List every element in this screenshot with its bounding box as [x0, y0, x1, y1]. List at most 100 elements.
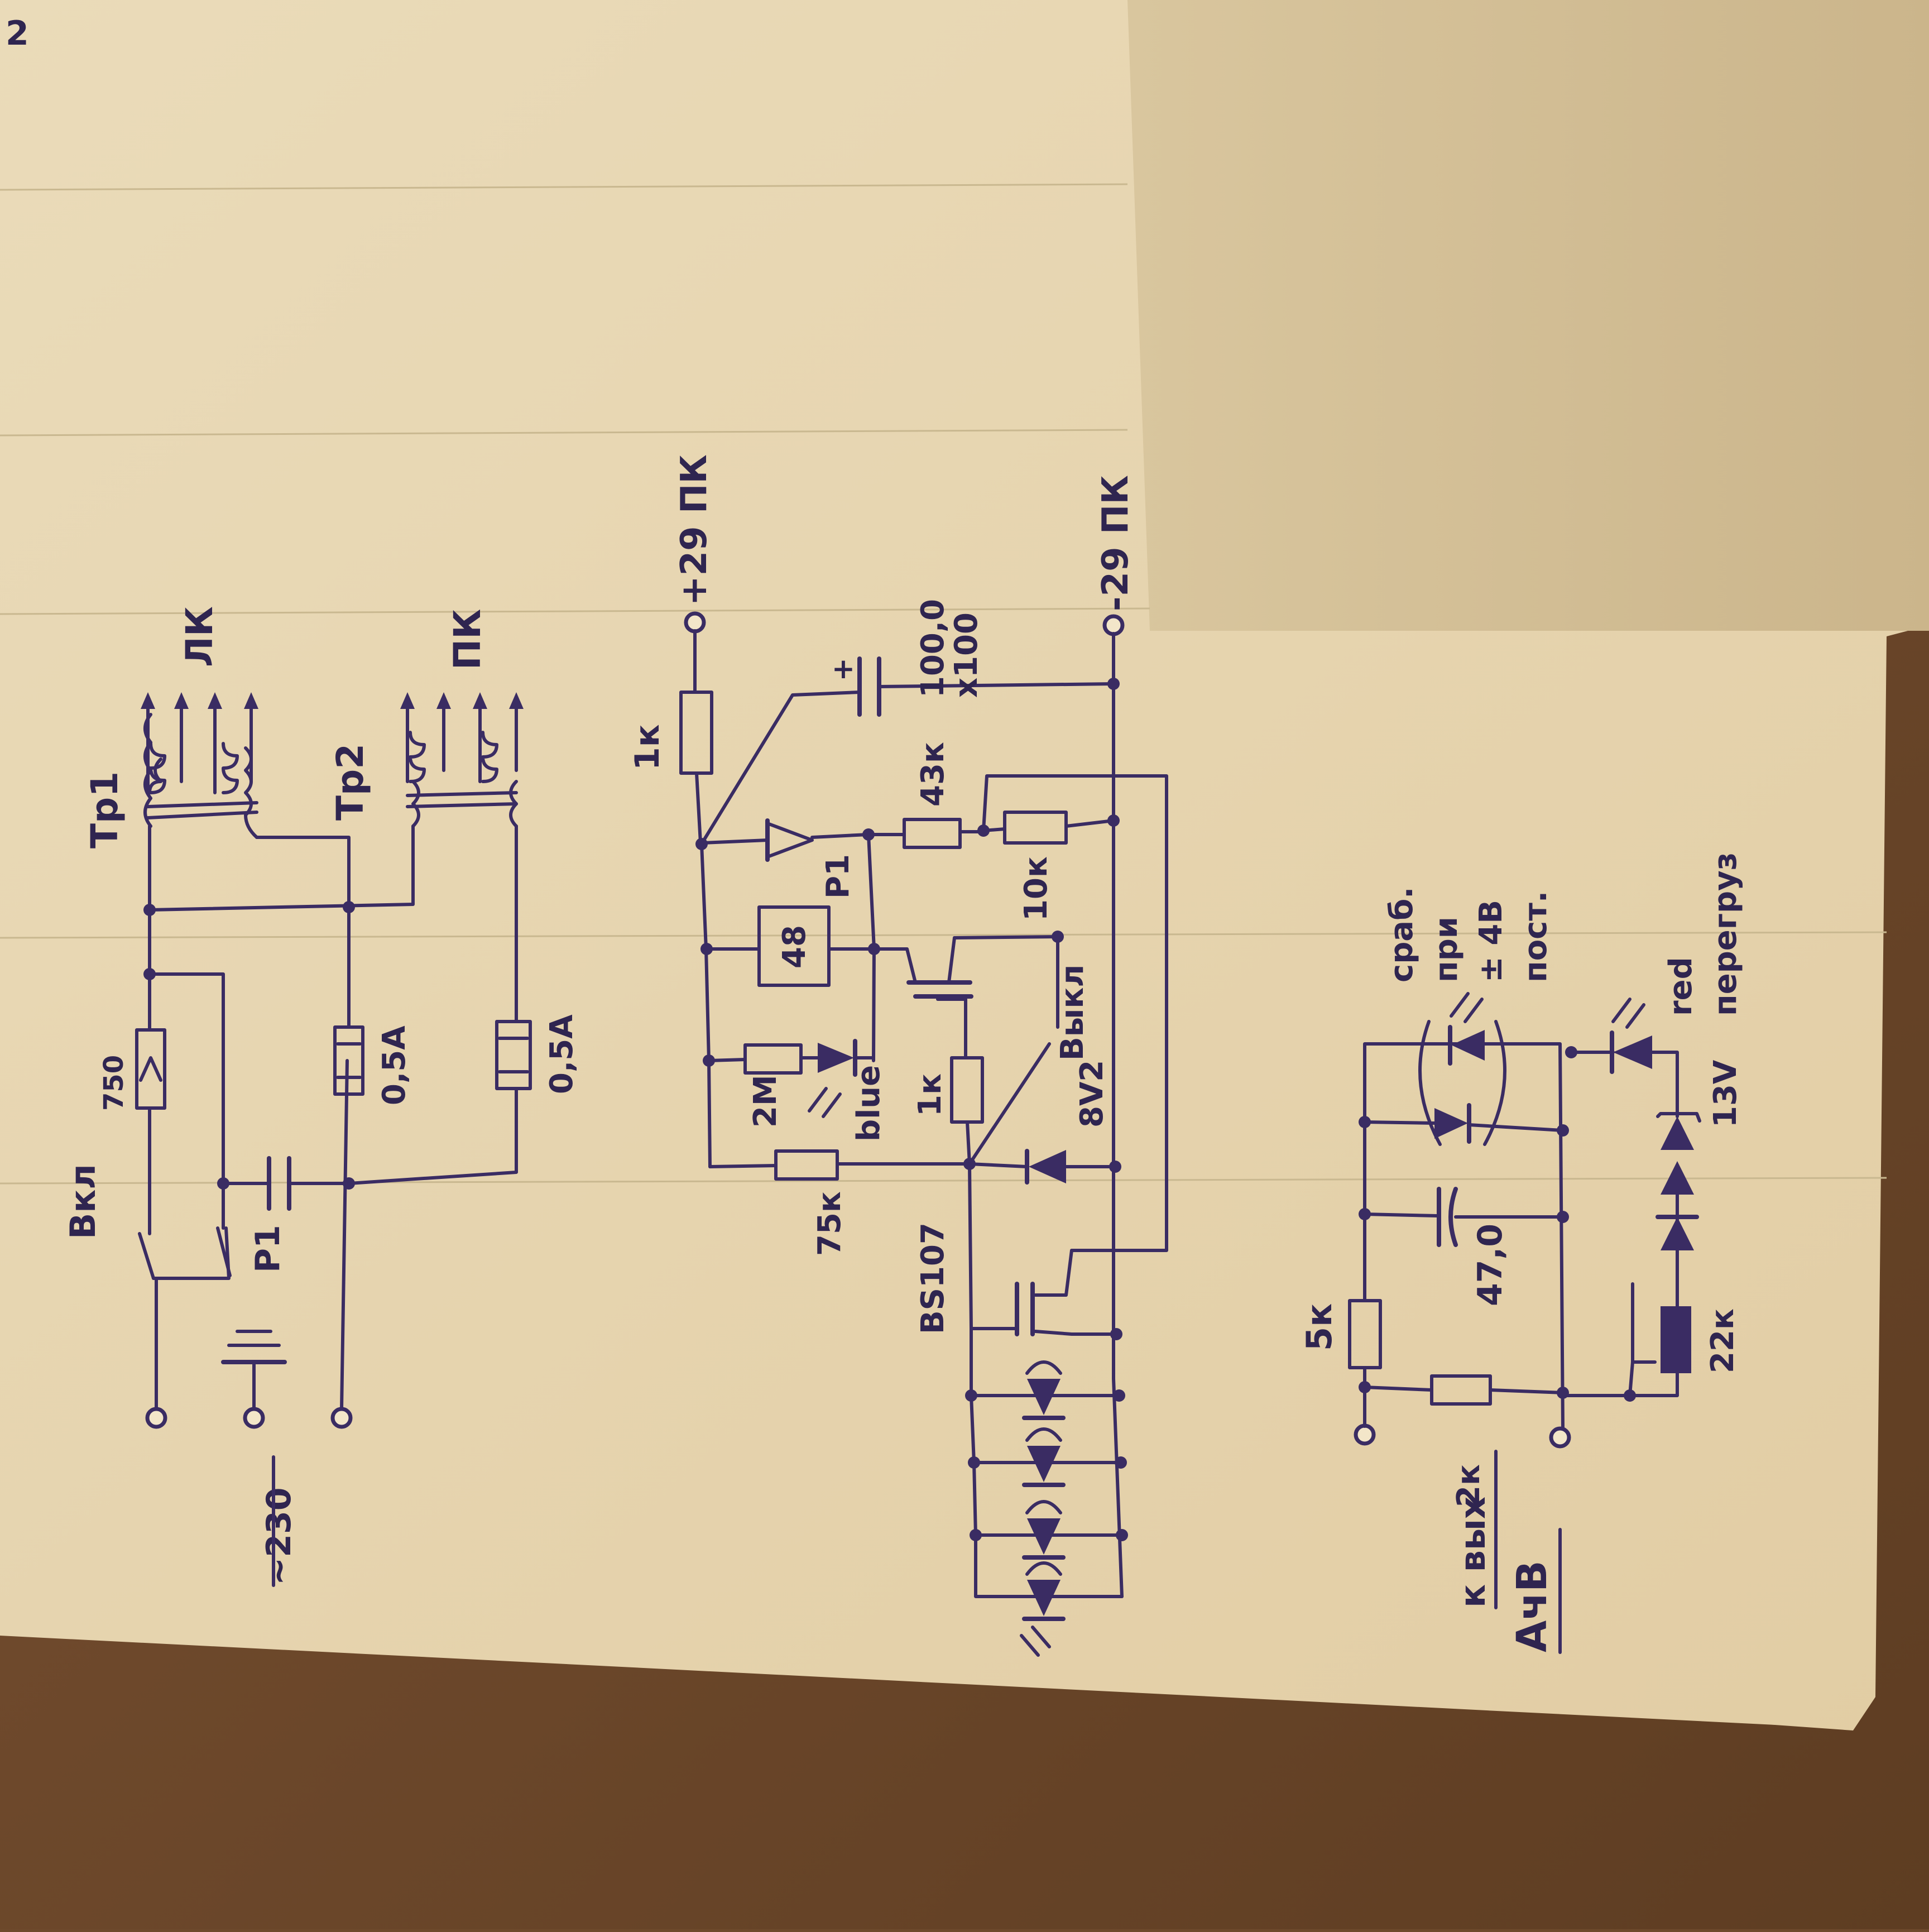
- wire: [968, 1162, 1029, 1168]
- wire: [1363, 1120, 1436, 1125]
- light-ray-icon: [1611, 998, 1632, 1023]
- zener-8v2: [1029, 1150, 1066, 1183]
- photodiode-4: [1022, 1561, 1066, 1621]
- wire: [1628, 1360, 1634, 1397]
- light-ray-icon: [1020, 1634, 1040, 1657]
- diode-series: [1661, 1217, 1694, 1250]
- minus29-label: -29 ПК: [1095, 475, 1136, 611]
- wire: [708, 1164, 778, 1168]
- light-ray-icon: [1450, 992, 1470, 1018]
- arrow-icon: [208, 692, 222, 709]
- tr1-label: Тр1: [83, 771, 126, 848]
- led-red-label: red: [1663, 957, 1699, 1016]
- led-blue-ray-icon: [808, 1087, 828, 1113]
- minus29-terminal: [1102, 614, 1125, 636]
- mains-transformer-section: ~230 Вкл Р1 750 0,5: [63, 606, 580, 1587]
- wire: [1064, 819, 1115, 828]
- photodiode-1: [1022, 1360, 1066, 1420]
- off-switch: [968, 1042, 1051, 1166]
- wire: [255, 836, 351, 1029]
- switch-off-label: Выкл: [1054, 965, 1091, 1061]
- mains-terminal-1: [145, 1407, 167, 1429]
- trip-note-2: при: [1428, 917, 1465, 982]
- transistor-label: BS107: [915, 1223, 951, 1334]
- fuse-2: [495, 1020, 532, 1090]
- wire: [1489, 1388, 1565, 1394]
- led-red: [1613, 1035, 1652, 1069]
- switch-label: Вкл: [63, 1164, 103, 1239]
- tr2-winding-a: [409, 731, 426, 783]
- aiv-terminal-2: [1549, 1426, 1571, 1449]
- led-housing: [1483, 1020, 1506, 1146]
- lk-label: ЛК: [178, 606, 221, 667]
- varistor-mark: [139, 1056, 162, 1082]
- wire: [700, 838, 769, 845]
- r22k-label: 22к: [1705, 1308, 1741, 1373]
- wire: [877, 682, 1115, 688]
- wire: [982, 774, 1168, 1252]
- zener-label: 8V2: [1074, 1060, 1110, 1128]
- tr1-core: [146, 801, 258, 808]
- wire: [152, 1226, 231, 1280]
- wire: [936, 998, 967, 1060]
- led-housing: [1418, 1020, 1442, 1146]
- tr1-winding-b: [222, 742, 239, 794]
- wire: [872, 947, 917, 984]
- wire: [707, 1058, 747, 1062]
- led-blue: [818, 1043, 854, 1073]
- wire: [970, 1327, 1124, 1598]
- led-bicolor-b: [1451, 1030, 1485, 1061]
- wire: [1034, 1249, 1073, 1297]
- cap-voltage-label: х100: [948, 612, 985, 698]
- zener-13v: [1656, 1112, 1701, 1195]
- zener13-label: 13V: [1707, 1060, 1744, 1128]
- wire: [149, 972, 225, 1230]
- r2k-label: 2к: [1451, 1464, 1487, 1507]
- light-ray-icon: [1625, 1003, 1645, 1029]
- arrow-icon: [473, 692, 487, 709]
- relay-contact-p1: [216, 1226, 232, 1277]
- resistor-22k: [1661, 1306, 1691, 1373]
- r1k-label: 1к: [912, 1073, 948, 1116]
- relay-contact-label: Р1: [248, 1225, 287, 1273]
- arrow-icon: [509, 692, 524, 709]
- tr1-winding-a: [149, 742, 166, 794]
- tr2-label: Тр2: [329, 744, 372, 821]
- r10k-label: 10к: [1018, 856, 1054, 921]
- wire: [1650, 1051, 1679, 1118]
- arrow-icon: [400, 692, 415, 709]
- wire: [340, 1059, 349, 1411]
- wire: [1363, 1386, 1433, 1392]
- cap-value-label: 100,0: [915, 599, 951, 698]
- upper-page-overlay: [1127, 0, 1929, 631]
- arrow-icon: [244, 692, 258, 709]
- wire: [700, 842, 712, 1168]
- diode-p1-label: Р1: [820, 854, 856, 899]
- fuse-1-label: 0,5А: [376, 1025, 412, 1105]
- photodiode-3: [1022, 1500, 1066, 1560]
- arrow-icon: [141, 692, 155, 709]
- power-switch: [138, 1232, 155, 1280]
- led-blue-ray-icon: [822, 1092, 842, 1118]
- r43k-label: 43к: [915, 742, 951, 807]
- varistor-label: 750: [98, 1055, 129, 1111]
- tr2-core: [406, 802, 518, 808]
- wire: [148, 824, 415, 912]
- wire: [695, 771, 702, 845]
- tr2-core: [406, 791, 518, 797]
- relay-coil: [757, 905, 831, 987]
- cap-47-plate: [1448, 1187, 1458, 1247]
- fuse-2-label: 0,5А: [544, 1014, 580, 1094]
- out-label: к вых: [1452, 1497, 1493, 1608]
- wire: [982, 827, 1006, 832]
- tr2-winding-b: [481, 731, 498, 783]
- page-number: 2: [6, 14, 29, 53]
- aiv-indicator-circuit: 2к 5к 47,0 сраб. при ± 4В пост.: [1299, 852, 1744, 1654]
- r-top-label: 1к: [628, 725, 667, 770]
- light-ray-icon: [1463, 998, 1484, 1023]
- plus29-terminal: [684, 611, 706, 634]
- relay-label: 48: [776, 925, 813, 969]
- wire: [1467, 1123, 1565, 1132]
- wire: [1363, 1212, 1439, 1217]
